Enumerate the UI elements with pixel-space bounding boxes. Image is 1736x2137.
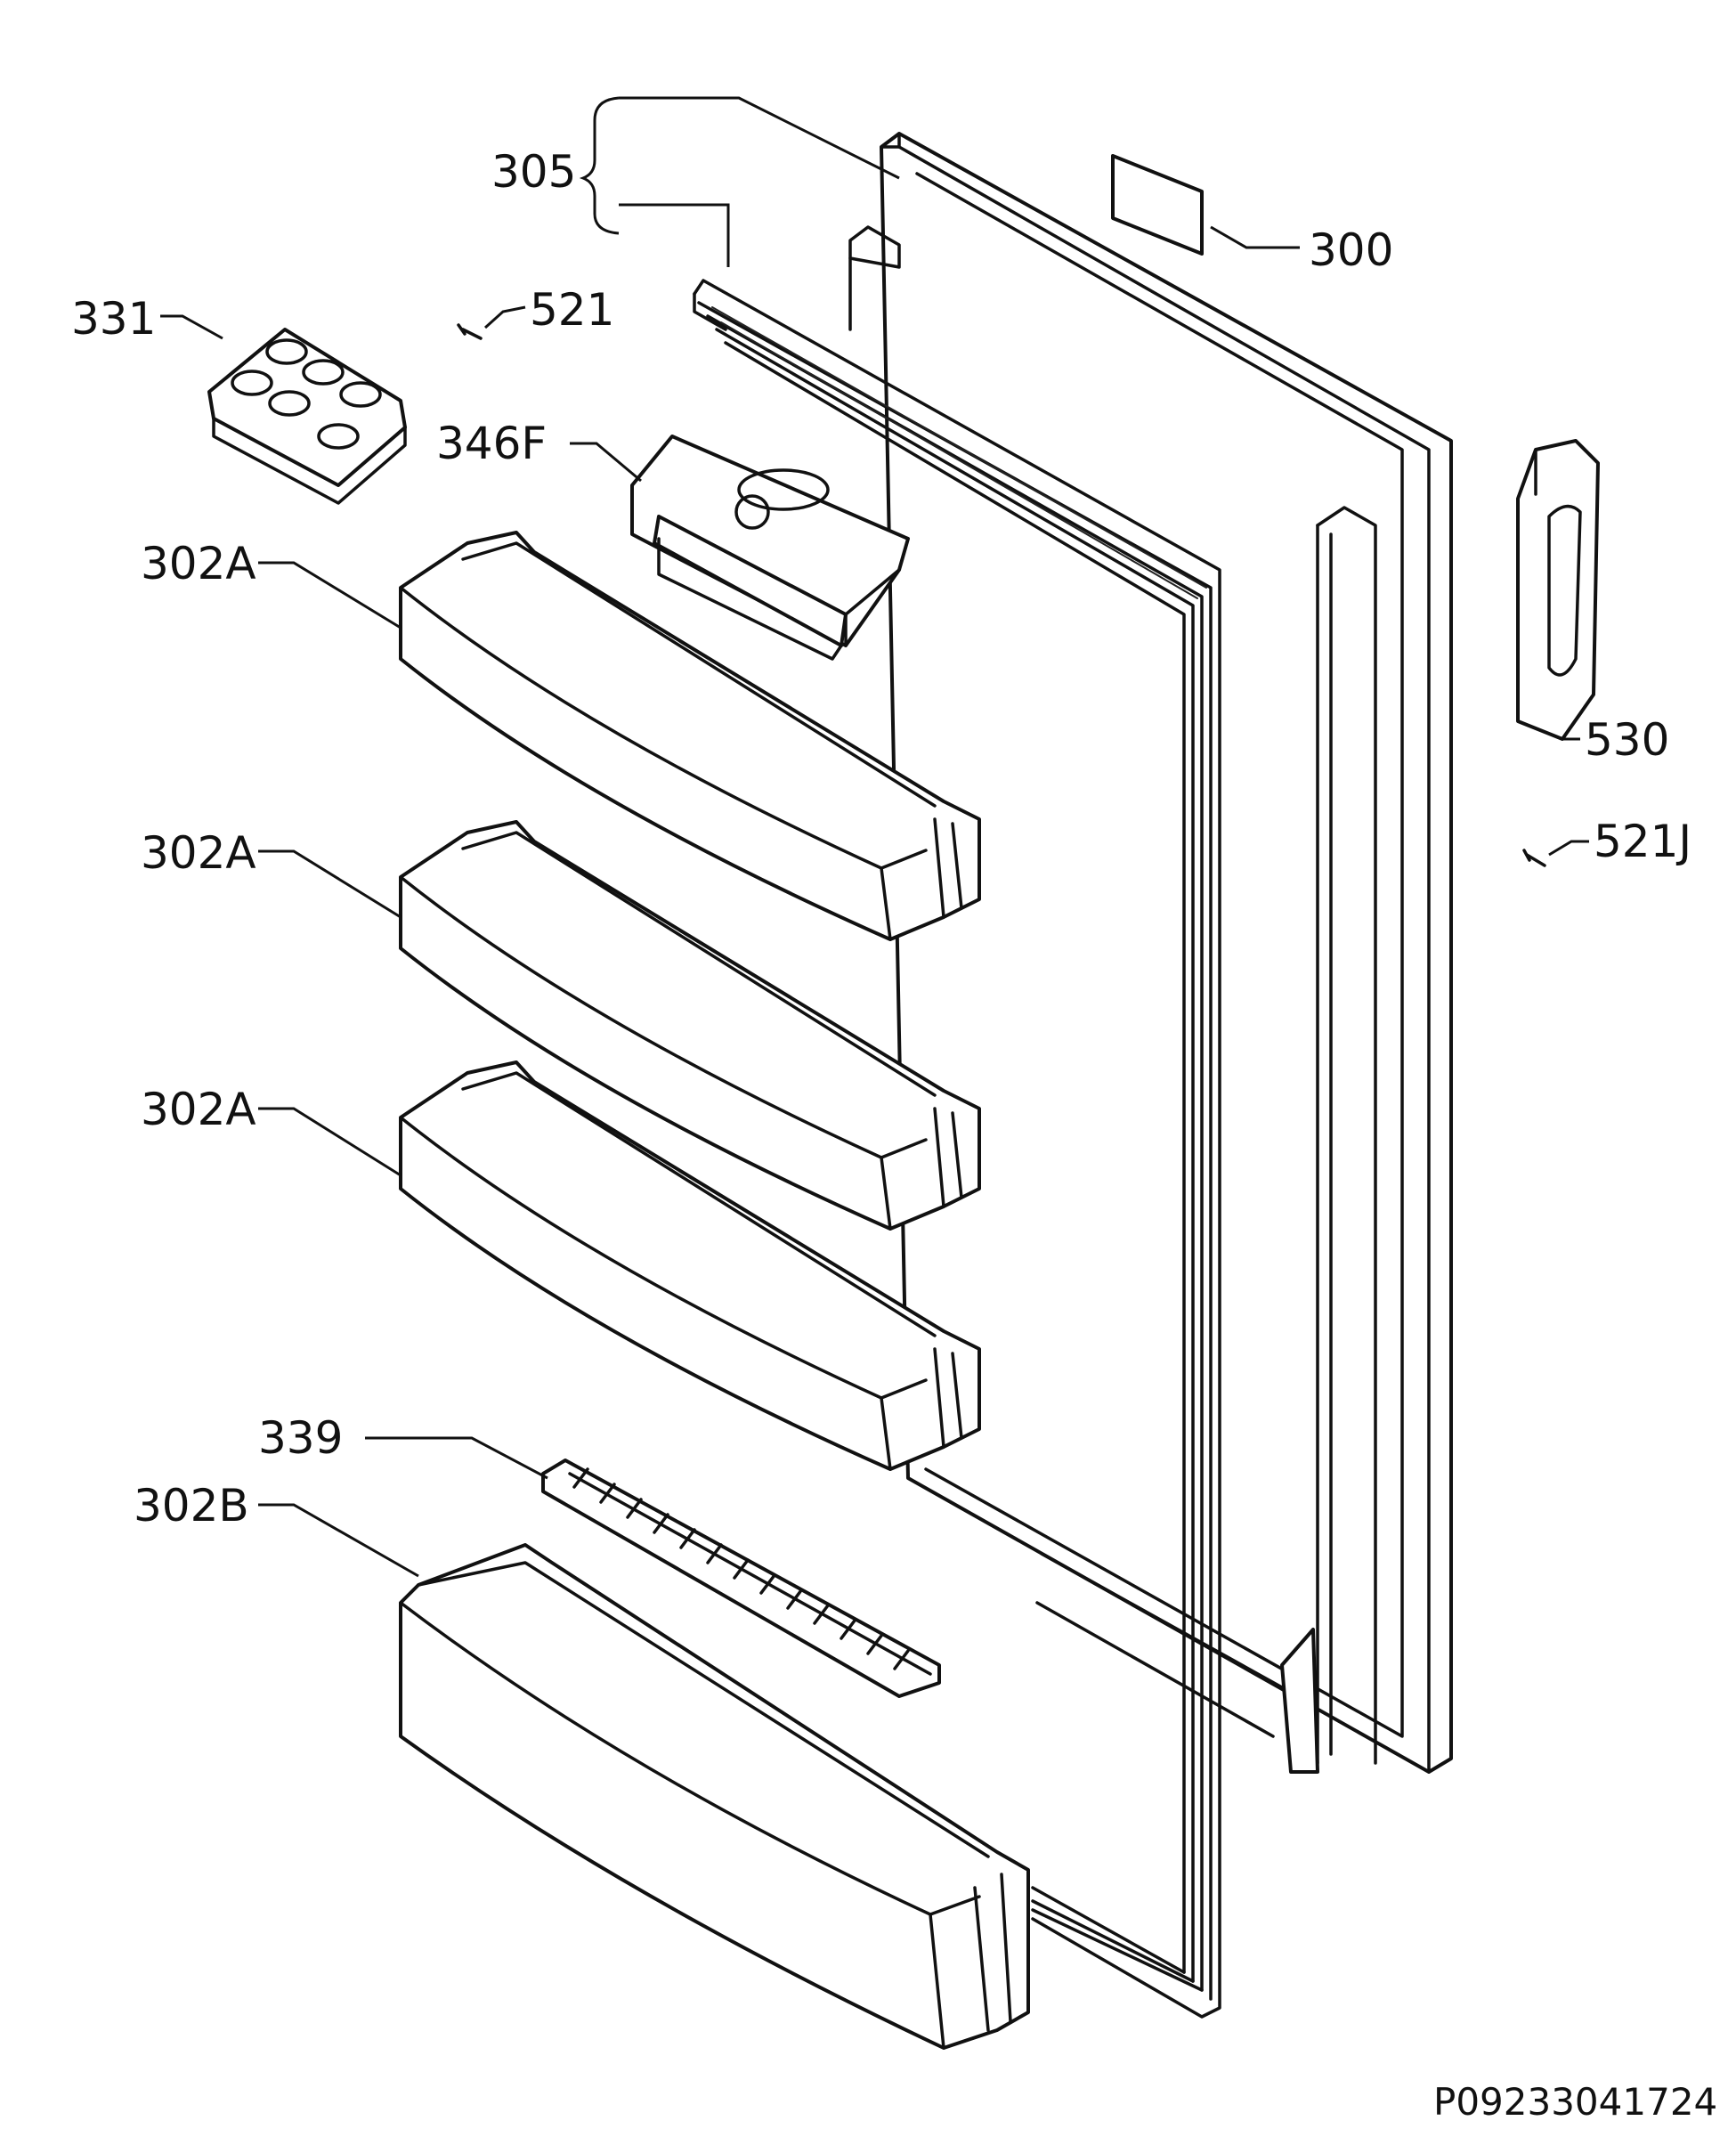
door-shelf-1 xyxy=(399,531,981,941)
label-530: 530 xyxy=(1585,714,1669,766)
label-302b: 302B xyxy=(134,1480,249,1532)
screw-521 xyxy=(457,323,483,340)
butter-box xyxy=(630,435,910,661)
label-300: 300 xyxy=(1309,224,1393,276)
door-gasket xyxy=(693,279,1221,2019)
door-panel xyxy=(848,132,1453,1774)
label-339: 339 xyxy=(258,1412,343,1464)
door-shelf-3 xyxy=(399,1060,981,1471)
door-handle xyxy=(1516,439,1600,741)
egg-tray xyxy=(207,328,407,505)
label-521: 521 xyxy=(530,284,614,336)
label-346f: 346F xyxy=(436,418,547,469)
bottle-rack xyxy=(541,1459,941,1698)
label-305: 305 xyxy=(491,146,576,198)
label-302a-3: 302A xyxy=(141,1084,256,1135)
image-code: P09233041724 xyxy=(1433,2080,1717,2124)
leader-lines xyxy=(160,96,1589,1578)
screw-521j xyxy=(1522,849,1546,867)
label-521j: 521J xyxy=(1594,816,1691,867)
label-302a-2: 302A xyxy=(141,827,256,879)
label-331: 331 xyxy=(71,293,156,345)
label-302a-1: 302A xyxy=(141,538,256,589)
door-shelf-2 xyxy=(399,820,981,1231)
bottle-shelf xyxy=(399,1543,1030,2050)
